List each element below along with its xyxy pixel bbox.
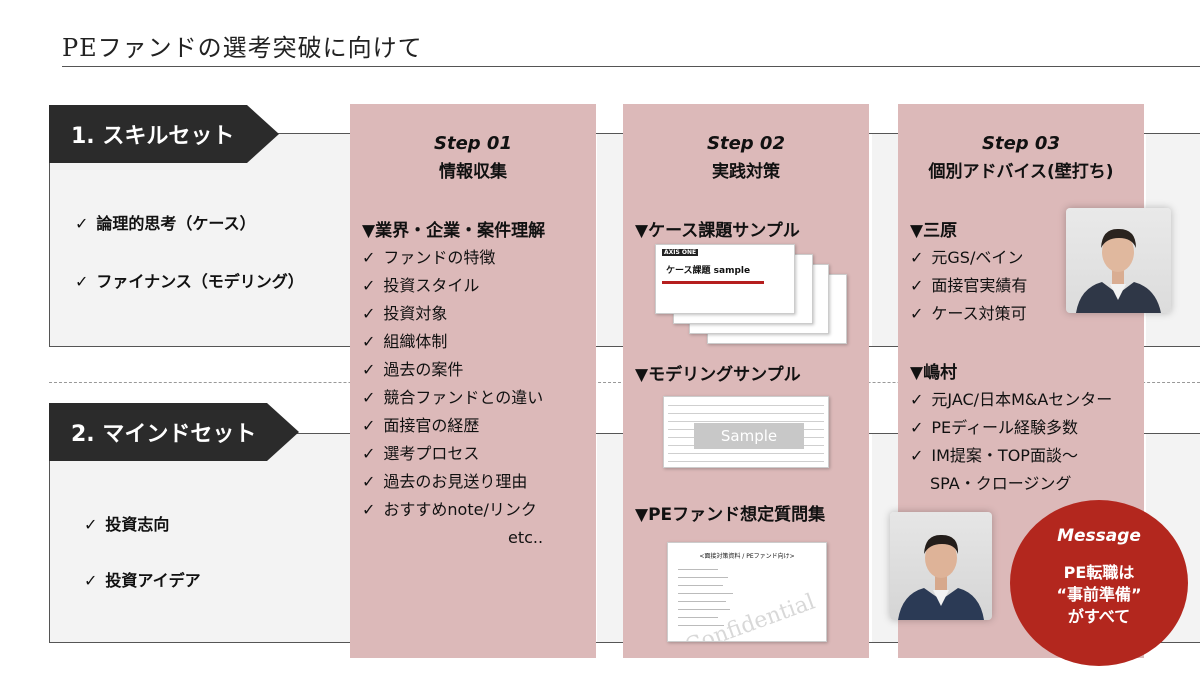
message-line: “事前準備” [1056, 585, 1142, 604]
list-item: ✓選考プロセス [362, 444, 480, 463]
check-icon: ✓ [910, 276, 924, 295]
skillset-band-gap-1 [597, 134, 625, 346]
case-slide-title: ケース課題 sample [666, 266, 751, 276]
title-underline [62, 66, 1200, 67]
step-02-header: Step 02 実践対策 [623, 130, 869, 186]
list-item: ✓PEディール経験多数 [910, 418, 1079, 437]
check-icon: ✓ [910, 446, 924, 465]
skillset-item: ✓ファイナンス（モデリング） [75, 272, 304, 291]
check-icon: ✓ [75, 272, 89, 291]
message-line: がすべて [1067, 607, 1131, 626]
check-icon: ✓ [910, 390, 924, 409]
check-icon: ✓ [910, 304, 924, 323]
step-01-name: 情報収集 [439, 162, 507, 182]
check-icon: ✓ [362, 360, 376, 379]
doc-header: <面接対策資料 / PEファンド向け> [699, 553, 795, 560]
message-badge: Message PE転職は “事前準備” がすべて [1010, 500, 1188, 666]
list-item: ✓組織体制 [362, 332, 448, 351]
list-item: ✓ケース対策可 [910, 304, 1027, 323]
skillset-band-gap-2 [872, 134, 899, 346]
case-sample-title: ▼ケース課題サンプル [635, 221, 800, 241]
check-icon: ✓ [362, 388, 376, 407]
message-line: PE転職は [1063, 563, 1135, 582]
list-item: ✓過去のお見送り理由 [362, 472, 528, 491]
check-icon: ✓ [362, 416, 376, 435]
step-01-header: Step 01 情報収集 [350, 130, 596, 186]
step-01-section-title: ▼業界・企業・案件理解 [362, 221, 546, 241]
check-icon: ✓ [362, 332, 376, 351]
list-item: ✓過去の案件 [362, 360, 464, 379]
advisor-name: ▼三原 [910, 221, 958, 241]
case-slide-front: AXIS ONE ケース課題 sample [655, 244, 795, 314]
skillset-band-bg [50, 134, 350, 346]
check-icon: ✓ [84, 515, 98, 534]
list-item: ✓競合ファンドとの違い [362, 388, 544, 407]
check-icon: ✓ [910, 248, 924, 267]
modeling-sample-sheet: Sample [663, 396, 829, 468]
check-icon: ✓ [362, 248, 376, 267]
mindset-item: ✓投資アイデア [84, 571, 201, 590]
mindset-item: ✓投資志向 [84, 515, 170, 534]
step-03-header: Step 03 個別アドバイス(壁打ち) [898, 130, 1144, 186]
modeling-sample-title: ▼モデリングサンプル [635, 365, 801, 385]
check-icon: ✓ [362, 304, 376, 323]
check-icon: ✓ [910, 418, 924, 437]
list-item: ✓投資スタイル [362, 276, 480, 295]
check-icon: ✓ [84, 571, 98, 590]
sample-label: Sample [694, 423, 804, 449]
advisor-name: ▼嶋村 [910, 363, 958, 383]
skillset-label: 1. スキルセット [49, 105, 279, 163]
check-icon: ✓ [362, 444, 376, 463]
step-02-number: Step 02 [707, 133, 785, 154]
step-02-name: 実践対策 [712, 162, 780, 182]
confidential-watermark: Confidential [681, 589, 819, 642]
list-item-continued: SPA・クロージング [930, 474, 1072, 493]
check-icon: ✓ [362, 276, 376, 295]
advisor-photo-shimamura [890, 512, 992, 620]
list-item: ✓元GS/ベイン [910, 248, 1024, 267]
list-item: ✓面接官実績有 [910, 276, 1028, 295]
list-item: ✓投資対象 [362, 304, 448, 323]
mindset-label: 2. マインドセット [49, 403, 299, 461]
pe-questions-title: ▼PEファンド想定質問集 [635, 505, 826, 525]
message-title: Message [1057, 526, 1141, 546]
mindset-band-bg [50, 434, 350, 642]
pe-questions-doc: <面接対策資料 / PEファンド向け> Confidential [667, 542, 827, 642]
skillset-item: ✓論理的思考（ケース） [75, 214, 256, 233]
list-item: ✓おすすめnote/リンク [362, 500, 537, 519]
message-body: PE転職は “事前準備” がすべて [1010, 562, 1188, 628]
check-icon: ✓ [362, 472, 376, 491]
list-item: ✓IM提案・TOP面談～ [910, 446, 1078, 465]
advisor-photo-mihara [1066, 208, 1171, 313]
list-item: ✓面接官の経歴 [362, 416, 480, 435]
check-icon: ✓ [362, 500, 376, 519]
step-01-card: Step 01 情報収集 ▼業界・企業・案件理解 ✓ファンドの特徴 ✓投資スタイ… [350, 104, 596, 658]
list-item: ✓ファンドの特徴 [362, 248, 496, 267]
slide-logo: AXIS ONE [662, 249, 699, 256]
step-03-number: Step 03 [982, 133, 1060, 154]
etc-text: etc.. [508, 528, 544, 547]
mindset-band-gap-1 [597, 434, 625, 642]
list-item: ✓元JAC/日本M&Aセンター [910, 390, 1113, 409]
step-02-card: Step 02 実践対策 ▼ケース課題サンプル AXIS ONE ケース課題 s… [623, 104, 869, 658]
page-title: PEファンドの選考突破に向けて [62, 34, 423, 62]
step-03-name: 個別アドバイス(壁打ち) [928, 162, 1114, 182]
step-01-number: Step 01 [434, 133, 512, 154]
check-icon: ✓ [75, 214, 89, 233]
